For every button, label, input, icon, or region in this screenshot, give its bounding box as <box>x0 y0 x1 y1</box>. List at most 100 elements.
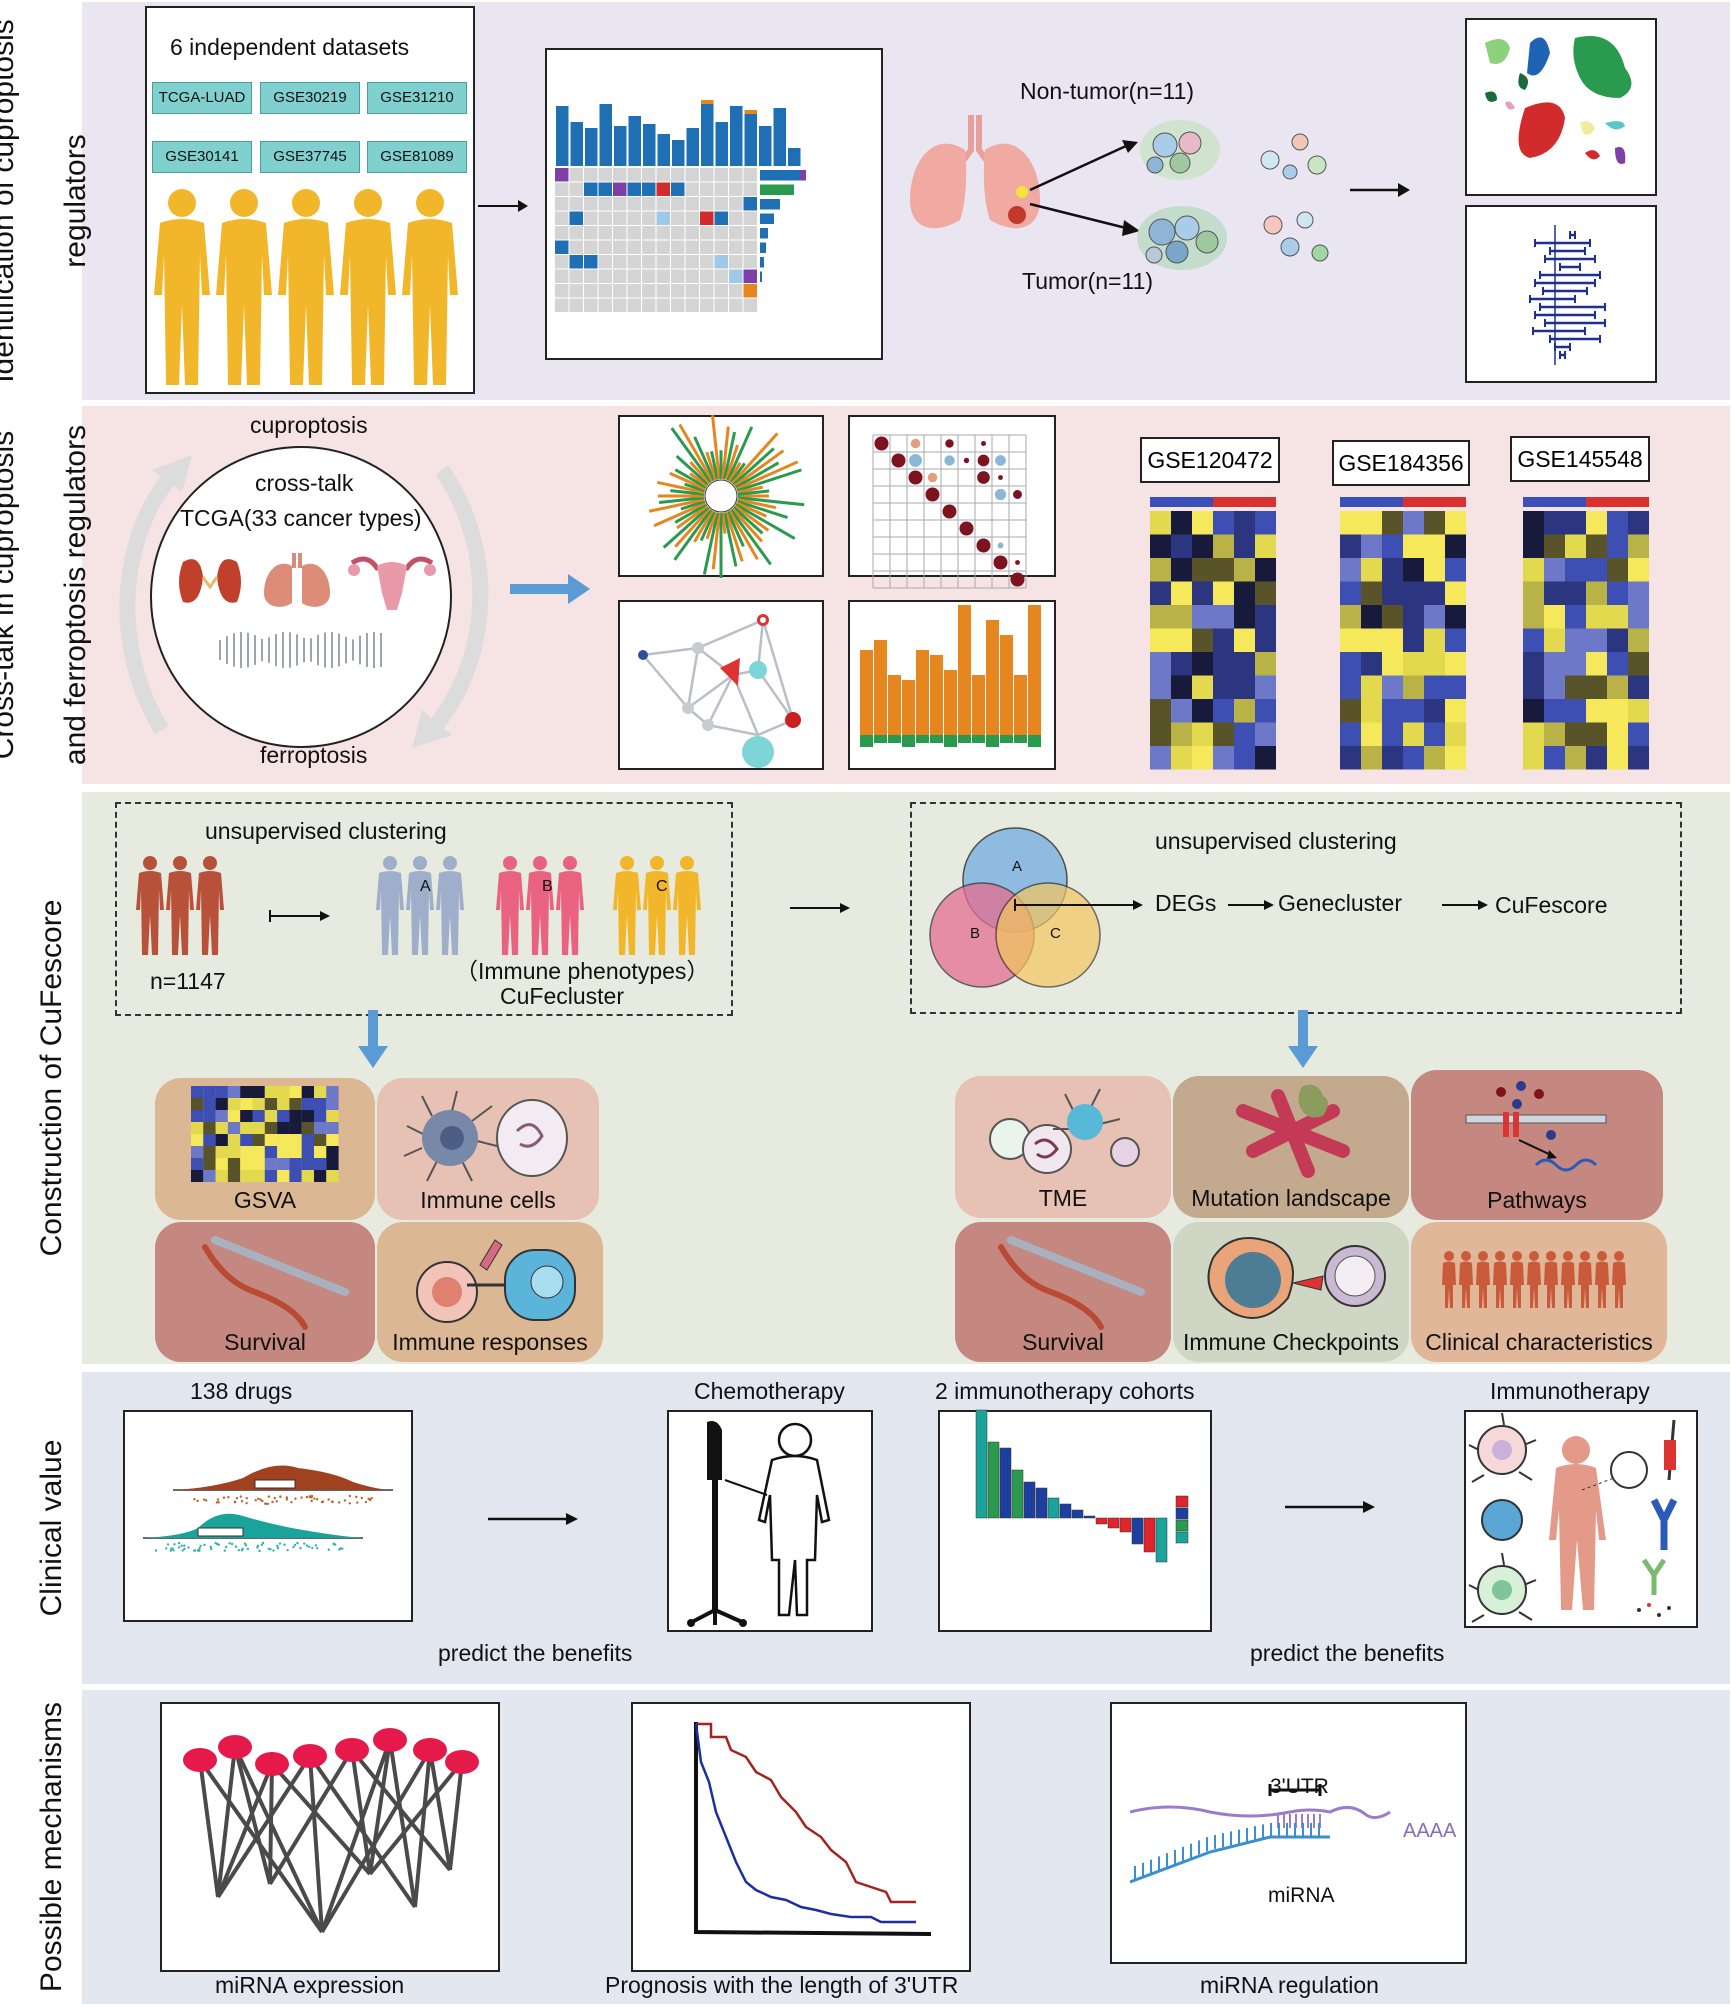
mirna-node <box>445 1750 479 1774</box>
patients-figures <box>136 856 224 955</box>
heatmap-cell <box>1382 652 1403 676</box>
heatmap-cell <box>1213 628 1234 652</box>
heatmap-cell <box>1628 722 1649 746</box>
mirna-link <box>428 1749 452 1871</box>
rain-point <box>170 1547 173 1550</box>
stacked-bar-orange <box>944 670 957 735</box>
gsva-cell <box>227 1098 241 1110</box>
heatmap-cell <box>1255 534 1276 558</box>
heatmap-cell <box>1523 722 1544 746</box>
gsva-cell <box>203 1146 216 1158</box>
mirna-link <box>320 1739 392 1933</box>
oncoplot-cell <box>642 211 656 225</box>
heatmap-cell <box>1340 511 1361 535</box>
gsva-cell <box>252 1170 265 1182</box>
rain-point <box>290 1500 293 1504</box>
heatmap-cell <box>1586 511 1607 535</box>
gsva-cell <box>191 1146 204 1158</box>
oncoplot-top-bar <box>570 122 583 166</box>
gsva-cell <box>215 1110 228 1122</box>
person-icon <box>526 856 554 955</box>
heatmap-cell <box>1445 628 1466 652</box>
heatmap-cell <box>1628 534 1649 558</box>
rain-point <box>337 1501 341 1504</box>
heatmap-cell <box>1382 675 1403 699</box>
survival-curve-icon-2 <box>998 1236 1145 1330</box>
heatmap-cell <box>1403 605 1424 629</box>
oncoplot-cell <box>613 240 627 254</box>
crowd-icon <box>1442 1251 1626 1308</box>
rain-point <box>267 1547 270 1551</box>
heatmap-2 <box>1340 497 1466 770</box>
radial-bar <box>676 504 709 530</box>
rain-point <box>311 1546 314 1550</box>
heatmap-cell <box>1255 652 1276 676</box>
radial-bar <box>699 510 716 542</box>
oncoplot-side-bar <box>760 170 800 181</box>
card-mutation-label: Mutation landscape <box>1191 1185 1391 1211</box>
waterfall-bar <box>1047 1497 1060 1519</box>
gsva-cell <box>277 1170 290 1182</box>
heatmap-cell <box>1213 534 1234 558</box>
mirna-link <box>320 1748 432 1934</box>
radial-bar <box>670 427 713 484</box>
radial-bar <box>680 499 706 511</box>
oncoplot-cell <box>729 182 743 196</box>
dataset-tag-2: GSE30219 <box>260 82 360 114</box>
mirna-link <box>308 1755 324 1933</box>
rain-point <box>278 1542 282 1545</box>
heatmap-cell <box>1403 534 1424 558</box>
mirna-link <box>448 1761 464 1871</box>
oncoplot-cell <box>627 197 641 211</box>
person-icon <box>1561 1251 1575 1308</box>
rain-point <box>267 1495 271 1498</box>
card-immune-responses-label: Immune responses <box>392 1329 588 1355</box>
heatmap-cell <box>1523 558 1544 582</box>
corr-dot <box>981 441 986 446</box>
mirna-link <box>368 1739 392 1875</box>
heatmap-cell <box>1424 534 1445 558</box>
arrow-right-icon <box>478 200 528 212</box>
oncoplot-cell <box>584 255 598 269</box>
genecluster-label: Genecluster <box>1278 890 1403 916</box>
heatmap-cell <box>1445 581 1466 605</box>
gsva-cell <box>252 1110 265 1122</box>
lungs-icon <box>910 115 1040 229</box>
heatmap-group-bar <box>1544 497 1565 507</box>
heatmap-cell <box>1171 722 1192 746</box>
rain-point <box>310 1494 314 1498</box>
dataset-tag-4: GSE30141 <box>152 141 252 173</box>
gse-label-2: GSE184356 <box>1332 440 1470 486</box>
oncoplot-cell <box>627 226 641 240</box>
radial-bar <box>658 496 705 505</box>
heatmap-cell <box>1150 581 1171 605</box>
immune-cells-icon <box>403 1090 568 1182</box>
utr-label: 3'UTR <box>1270 1775 1329 1798</box>
oncoplot-top-bar <box>628 116 641 166</box>
radial-bar <box>711 415 721 480</box>
oncoplot-cell <box>729 298 743 312</box>
heatmap-cell <box>1424 699 1445 723</box>
radial-bar <box>736 468 802 493</box>
mirna-link <box>268 1748 354 1886</box>
stacked-bar-chart <box>860 605 1041 747</box>
rain-point <box>275 1500 279 1503</box>
heatmap-cell <box>1544 605 1565 629</box>
person-icon <box>1476 1251 1490 1308</box>
radial-bar <box>724 511 744 562</box>
oncoplot-cell <box>700 211 714 225</box>
rain-point <box>293 1543 297 1547</box>
heatmap-cell <box>1523 605 1544 629</box>
oncoplot-cell <box>729 269 743 283</box>
radial-bar <box>736 499 788 520</box>
heatmap-cell <box>1586 699 1607 723</box>
heatmap-cell <box>1213 699 1234 723</box>
person-icon <box>1612 1251 1626 1308</box>
rain-point <box>169 1549 172 1552</box>
heatmap-cell <box>1234 534 1255 558</box>
rain-point <box>234 1545 238 1548</box>
arrow-right-icon-3 <box>269 910 330 922</box>
rain-point <box>294 1497 297 1500</box>
heatmap-cell <box>1192 722 1213 746</box>
oncoplot-cell <box>584 197 598 211</box>
